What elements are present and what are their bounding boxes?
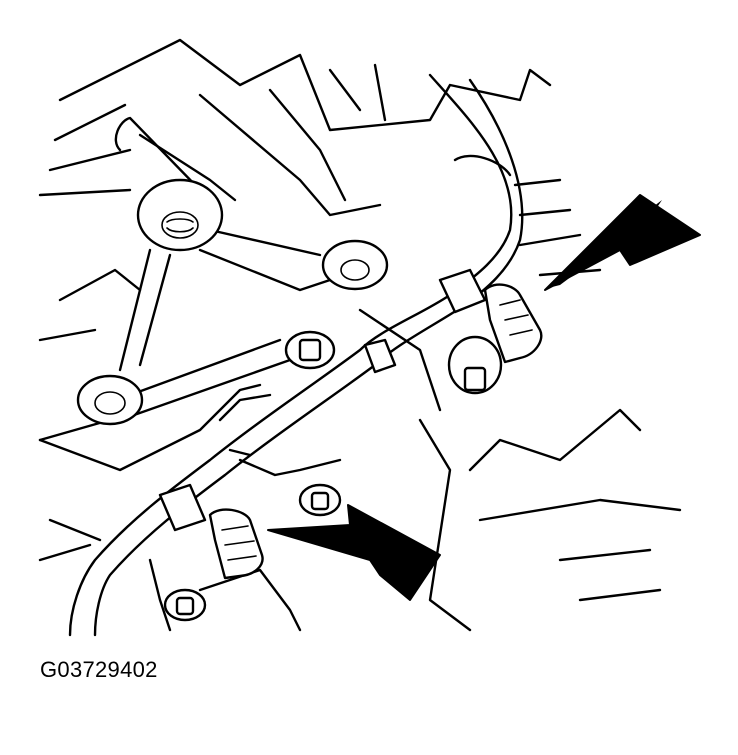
lower-housing: [38, 308, 682, 632]
bolt-lower: [298, 483, 342, 517]
arrow-lower-right-icon: [267, 504, 441, 601]
bracket-arms: [38, 116, 332, 442]
arrow-upper-right-icon: [544, 194, 701, 291]
fuel-line: [68, 73, 524, 637]
clamp-upper: [438, 268, 543, 364]
engine-component-illustration: [38, 38, 701, 637]
threaded-boss-middle: [321, 239, 389, 291]
bolt-bottom: [163, 588, 207, 622]
clamp-lower: [158, 483, 264, 580]
figure-caption: G03729402: [40, 657, 158, 682]
threaded-boss-upper: [136, 178, 224, 252]
bolt-center: [284, 330, 336, 370]
threaded-boss-lower: [76, 374, 144, 426]
housing-outline: [38, 38, 602, 342]
bolt-right: [447, 335, 503, 395]
